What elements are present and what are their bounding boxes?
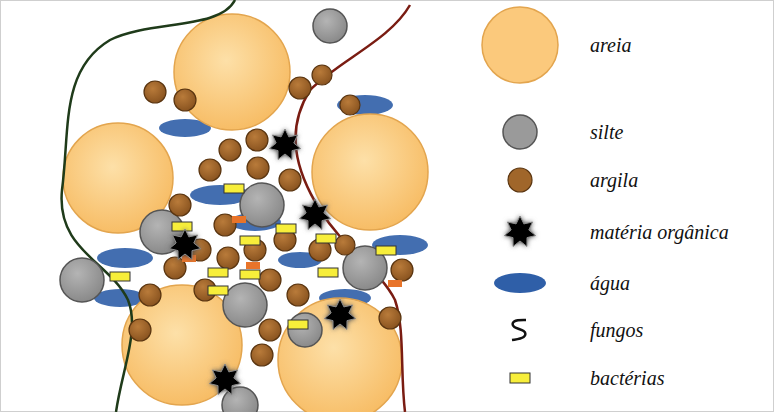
legend-swatch (470, 333, 570, 412)
legend-sample (503, 115, 537, 149)
legend-swatch (470, 238, 570, 328)
legend-sample (512, 320, 526, 340)
legend-label: argila (590, 168, 638, 192)
legend-label: areia (590, 33, 631, 57)
legend-sample (494, 273, 546, 293)
legend-swatch (470, 135, 570, 225)
legend-label: matéria orgânica (590, 220, 729, 244)
legend-swatch (470, 285, 570, 375)
legend-sample (508, 168, 532, 192)
legend-swatch (470, 0, 570, 90)
legend-sample (504, 216, 535, 246)
legend-label: silte (590, 120, 623, 144)
bacteria (110, 184, 396, 329)
clay-particles (129, 65, 413, 366)
legend-label: fungos (590, 318, 643, 342)
legend-label: água (590, 271, 630, 295)
legend-sample (510, 373, 530, 383)
legend-sample (482, 7, 558, 83)
legend-label: bactérias (590, 366, 664, 390)
sand-grains (63, 14, 428, 412)
legend-swatch (470, 87, 570, 177)
orange-particles (182, 216, 402, 287)
silt-grains (60, 9, 387, 412)
organic-matter (169, 129, 355, 394)
legend-swatch (470, 187, 570, 277)
fungi-hyphae (62, 0, 410, 412)
